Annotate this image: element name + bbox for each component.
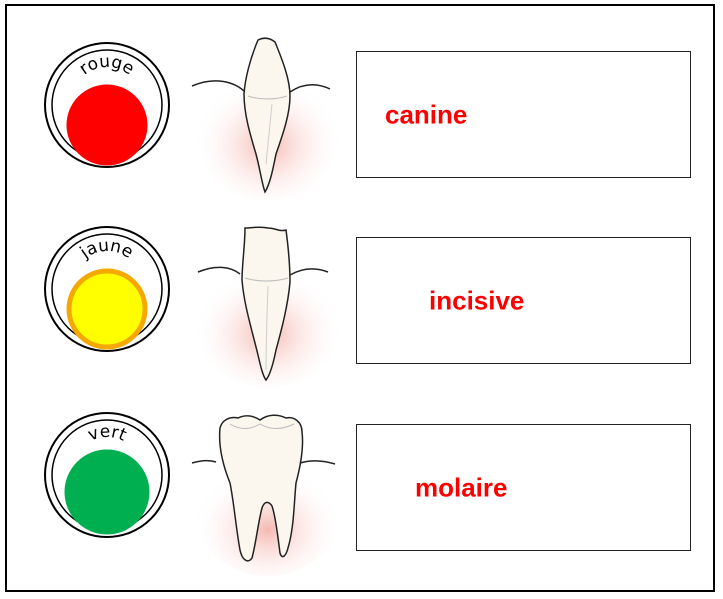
incisor-tooth-icon bbox=[190, 220, 340, 390]
molar-tooth-icon bbox=[190, 408, 340, 578]
answer-box-canine[interactable]: canine bbox=[356, 51, 691, 178]
row-vert: vert molaire bbox=[0, 408, 723, 568]
answer-box-incisive[interactable]: incisive bbox=[356, 237, 691, 364]
answer-label-canine: canine bbox=[385, 99, 467, 130]
color-badge-vert-graphic: vert bbox=[42, 410, 172, 540]
color-badge-jaune-graphic: jaune bbox=[42, 224, 172, 354]
row-rouge: rouge canine bbox=[0, 38, 723, 198]
answer-box-molaire[interactable]: molaire bbox=[356, 424, 691, 551]
color-badge-vert: vert bbox=[42, 410, 172, 540]
answer-label-molaire: molaire bbox=[415, 472, 508, 503]
answer-label-incisive: incisive bbox=[429, 285, 524, 316]
red-dot bbox=[67, 85, 147, 165]
color-badge-rouge-graphic: rouge bbox=[42, 40, 172, 170]
color-badge-rouge: rouge bbox=[42, 40, 172, 170]
green-dot bbox=[65, 450, 149, 534]
yellow-dot bbox=[69, 271, 145, 347]
color-badge-jaune: jaune bbox=[42, 224, 172, 354]
canine-tooth-icon bbox=[190, 34, 340, 204]
row-jaune: jaune incisive bbox=[0, 222, 723, 382]
